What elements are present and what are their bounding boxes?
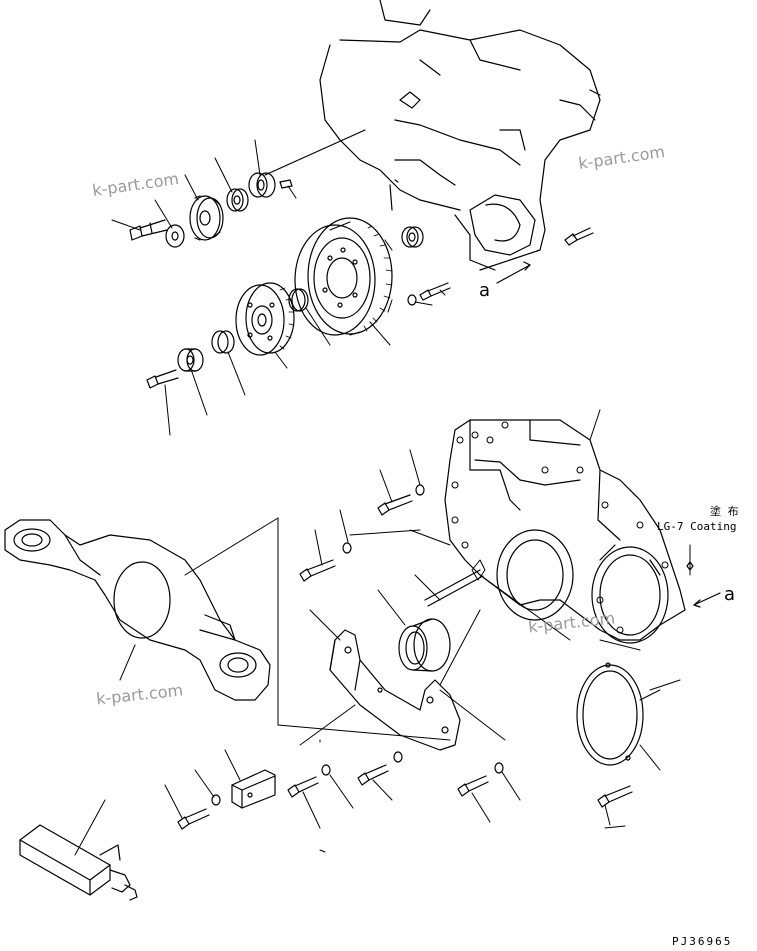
plate-leaders [299, 609, 506, 746]
bottom-washer-1 [211, 794, 221, 806]
bottom-washer-2 [321, 764, 331, 776]
bottom-bolt-1 [177, 808, 210, 830]
guide-lines [319, 574, 626, 853]
callout-label-a-lower: a [724, 584, 736, 605]
bottom-bolt-2 [287, 776, 319, 798]
bottom-washer-4 [494, 762, 504, 774]
case-bolt-2 [299, 559, 336, 582]
bottom-washer-3 [393, 751, 403, 763]
front-plate [329, 629, 461, 751]
lower-idler-gear [235, 282, 295, 356]
shaft-line [264, 129, 366, 176]
case-washer-2 [342, 542, 352, 554]
lower-bolt [146, 369, 179, 389]
service-tool [19, 824, 138, 901]
large-gear-washer [401, 226, 424, 248]
key-pin [279, 179, 293, 189]
stopper-block [231, 769, 276, 809]
coating-note: LG-7 Coating [657, 520, 737, 533]
upper-shaft-collar [248, 172, 276, 198]
dowel-pin [424, 569, 484, 607]
upper-washer [165, 224, 185, 248]
small-washer [407, 294, 417, 306]
upper-bushing [226, 188, 249, 212]
callout-arrow-lower [693, 592, 721, 608]
case-washer-1 [415, 484, 425, 496]
case-leaders [314, 409, 601, 626]
engine-block-outline [319, 0, 601, 271]
drawing-code: PJ36965 [672, 935, 733, 948]
coating-marker [686, 544, 694, 576]
bottom-bolt-3 [357, 764, 389, 786]
upper-small-gear [189, 195, 224, 241]
cover-gasket [576, 662, 644, 766]
bottom-bolt-4 [457, 775, 489, 797]
tool-leader [74, 799, 106, 856]
gasket-leaders [599, 639, 681, 771]
upper-leaders [111, 139, 297, 231]
timing-gear-case [444, 419, 686, 644]
engine-bolt [564, 227, 594, 246]
middle-leaders [164, 289, 446, 436]
bracket-leaders [119, 517, 451, 741]
callout-arrow-upper [496, 261, 531, 284]
upper-bolt [129, 219, 168, 241]
coating-note-jp: 塗 布 [710, 505, 739, 518]
large-gear [294, 217, 393, 336]
case-bolt-1 [377, 494, 413, 516]
gear-spacer-ring [288, 288, 309, 312]
lower-bushing [211, 330, 235, 354]
callout-label-a-upper: a [479, 280, 491, 301]
support-bracket [4, 519, 271, 701]
cover-bolt [597, 785, 633, 808]
lower-flanged-washer [177, 348, 204, 372]
oil-seal [398, 618, 451, 672]
gear-bolt [419, 282, 451, 301]
bottom-leaders [164, 749, 611, 829]
